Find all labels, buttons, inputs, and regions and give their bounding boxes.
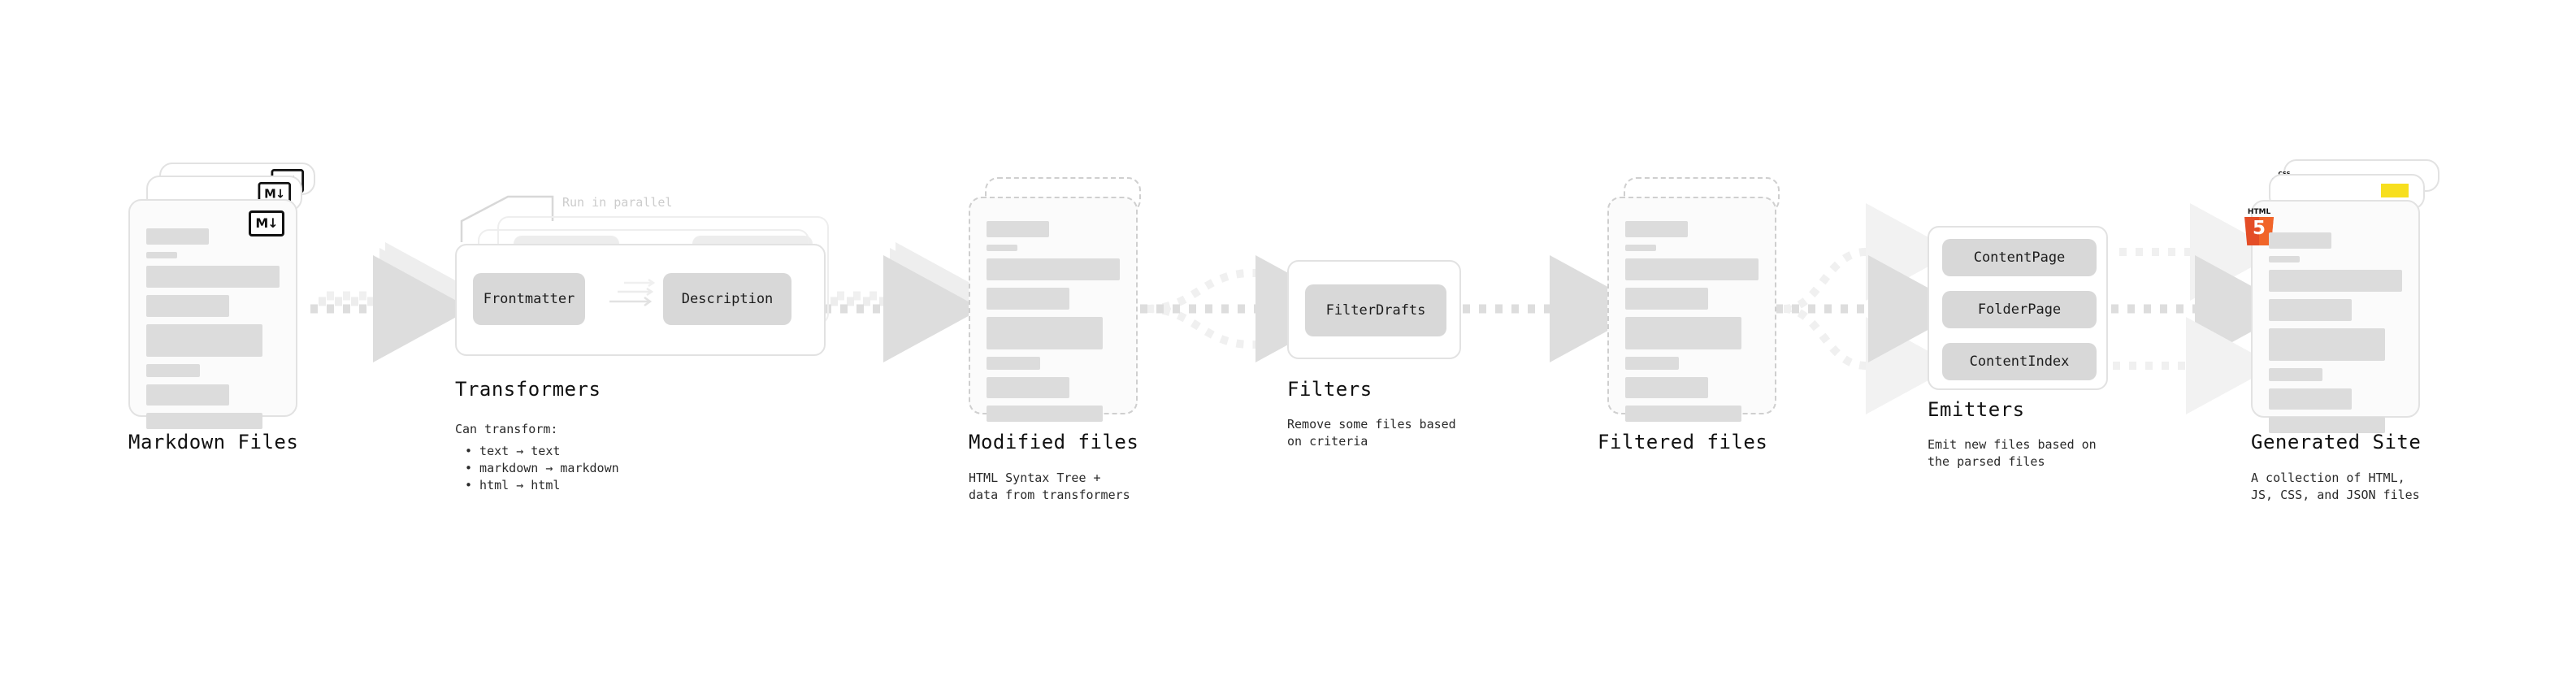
stage-transformers: Run in parallel Frontmatter Description [455, 192, 845, 403]
stage-desc-generated-site: A collection of HTML, JS, CSS, and JSON … [2251, 471, 2420, 502]
site-card-front: HTML 5 [2244, 200, 2420, 433]
stage-generated-site: CSS HTML 5 [2244, 159, 2454, 433]
markdown-card-front: M↓ [128, 199, 297, 429]
stage-title-modified-files: Modified files [969, 431, 1139, 453]
skeleton-content [146, 228, 280, 436]
js-icon [2381, 184, 2409, 197]
transformer-box-front: Frontmatter Description [455, 244, 826, 356]
stage-emitters: ContentPage FolderPage ContentIndex [1928, 226, 2114, 397]
stage-filtered-files [1607, 177, 1794, 422]
stage-title-emitters: Emitters [1928, 398, 2025, 421]
html5-icon: HTML 5 [2243, 208, 2275, 245]
stage-desc-filters: Remove some files based on criteria [1287, 417, 1456, 449]
transformer-chip-description[interactable]: Description [663, 273, 791, 325]
stage-title-generated-site: Generated Site [2251, 431, 2422, 453]
emitters-box: ContentPage FolderPage ContentIndex [1928, 226, 2108, 390]
skeleton-content [2269, 232, 2402, 440]
transform-type-list: • text → text • markdown → markdown • ht… [465, 443, 619, 494]
stage-title-filters: Filters [1287, 378, 1373, 401]
transform-type-item: • markdown → markdown [465, 461, 619, 475]
transformer-chip-frontmatter[interactable]: Frontmatter [473, 273, 585, 325]
filters-box: FilterDrafts [1287, 260, 1461, 359]
skeleton-content [1625, 221, 1759, 429]
modified-card-front [969, 197, 1138, 422]
filtered-card-front [1607, 197, 1776, 422]
stage-markdown-files: M↓ M↓ M↓ [128, 163, 332, 429]
stage-filters: FilterDrafts [1287, 260, 1466, 359]
emitter-chip-contentindex[interactable]: ContentIndex [1942, 343, 2097, 380]
transform-type-item: • text → text [465, 444, 561, 458]
connector-modified-to-filters [1140, 255, 1354, 362]
emitter-chip-contentpage[interactable]: ContentPage [1942, 239, 2097, 276]
transform-type-item: • html → html [465, 478, 561, 492]
emitter-chip-folderpage[interactable]: FolderPage [1942, 291, 2097, 328]
stage-title-filtered-files: Filtered files [1598, 431, 1768, 453]
stage-title-markdown-files: Markdown Files [128, 431, 299, 453]
run-in-parallel-bracket [460, 195, 554, 242]
stage-title-transformers: Transformers [455, 378, 601, 401]
markdown-icon: M↓ [249, 210, 284, 236]
stage-desc-modified-files: HTML Syntax Tree + data from transformer… [969, 471, 1130, 502]
run-in-parallel-note: Run in parallel [562, 195, 673, 210]
stage-desc-transformers: Can transform: [455, 422, 558, 436]
stage-modified-files [969, 177, 1156, 422]
skeleton-content [987, 221, 1120, 429]
stage-desc-emitters: Emit new files based on the parsed files [1928, 437, 2097, 469]
filter-chip-filterdrafts[interactable]: FilterDrafts [1305, 284, 1446, 336]
connector-emitters-to-site [2111, 203, 2293, 414]
inner-arrow-group [609, 278, 656, 307]
